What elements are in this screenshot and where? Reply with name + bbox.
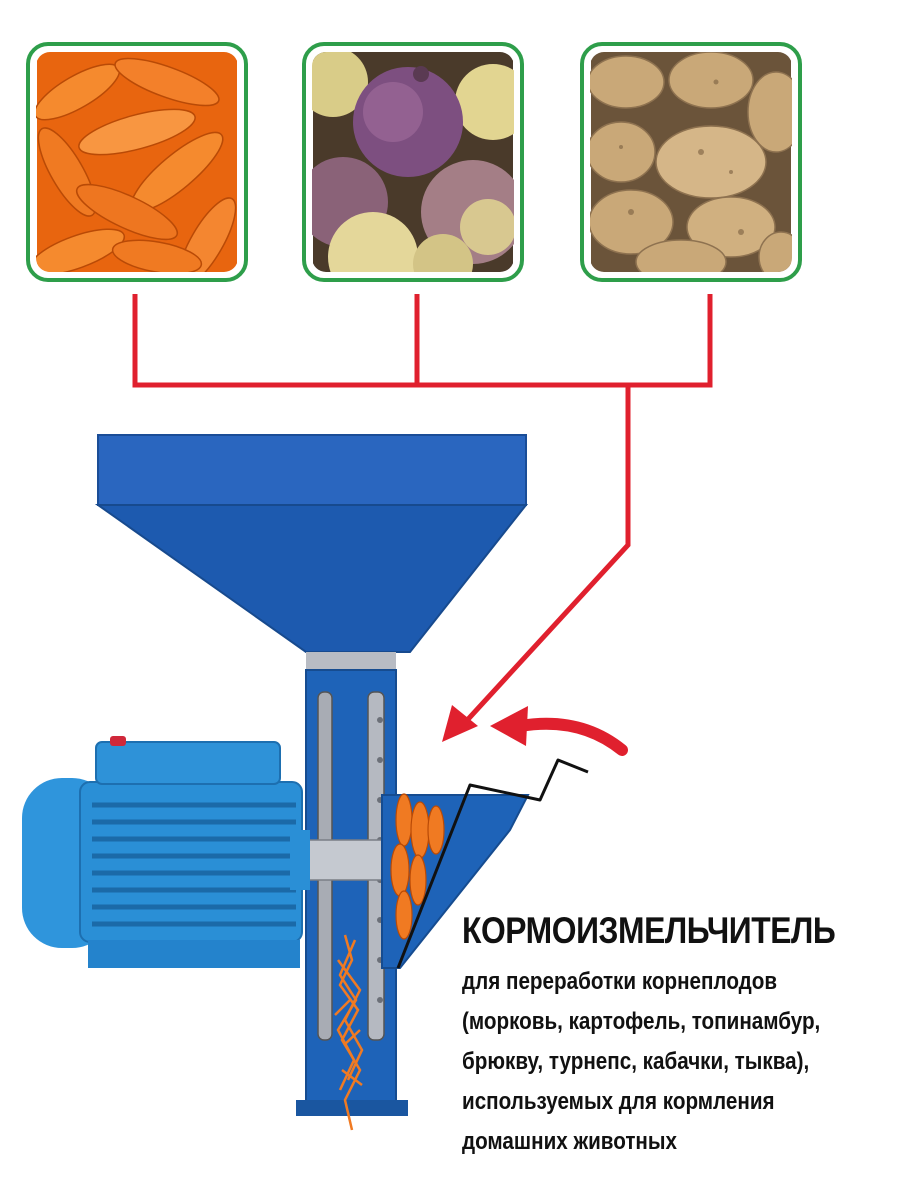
caption-line: для переработки корнеплодов	[462, 968, 778, 995]
hopper	[94, 434, 529, 670]
carrot-icon	[36, 52, 237, 272]
potato-icon	[590, 52, 792, 272]
potato-photo-frame	[580, 42, 802, 282]
rutabaga-photo-frame	[302, 42, 524, 282]
caption-line: брюкву, турнепс, кабачки, тыква),	[462, 1048, 810, 1075]
caption-line: используемых для кормления	[462, 1088, 775, 1115]
product-title: КОРМОИЗМЕЛЬЧИТЕЛЬ	[462, 910, 836, 951]
electric-motor	[22, 736, 310, 968]
rotation-arrow-head	[490, 706, 528, 746]
pusher-lever	[396, 758, 589, 969]
feed-arrow-head	[442, 705, 478, 742]
feed-tray	[381, 793, 530, 969]
product-caption: КОРМОИЗМЕЛЬЧИТЕЛЬ для переработки корнеп…	[462, 908, 892, 1162]
caption-line: (морковь, картофель, топинамбур,	[462, 1008, 821, 1035]
carrot-photo-frame	[26, 42, 248, 282]
rotation-arrow	[514, 717, 628, 756]
shredded-output	[334, 934, 364, 1131]
feed-connector-lines	[132, 294, 713, 730]
caption-line: домашних животных	[462, 1128, 677, 1155]
rutabaga-icon	[312, 52, 514, 272]
